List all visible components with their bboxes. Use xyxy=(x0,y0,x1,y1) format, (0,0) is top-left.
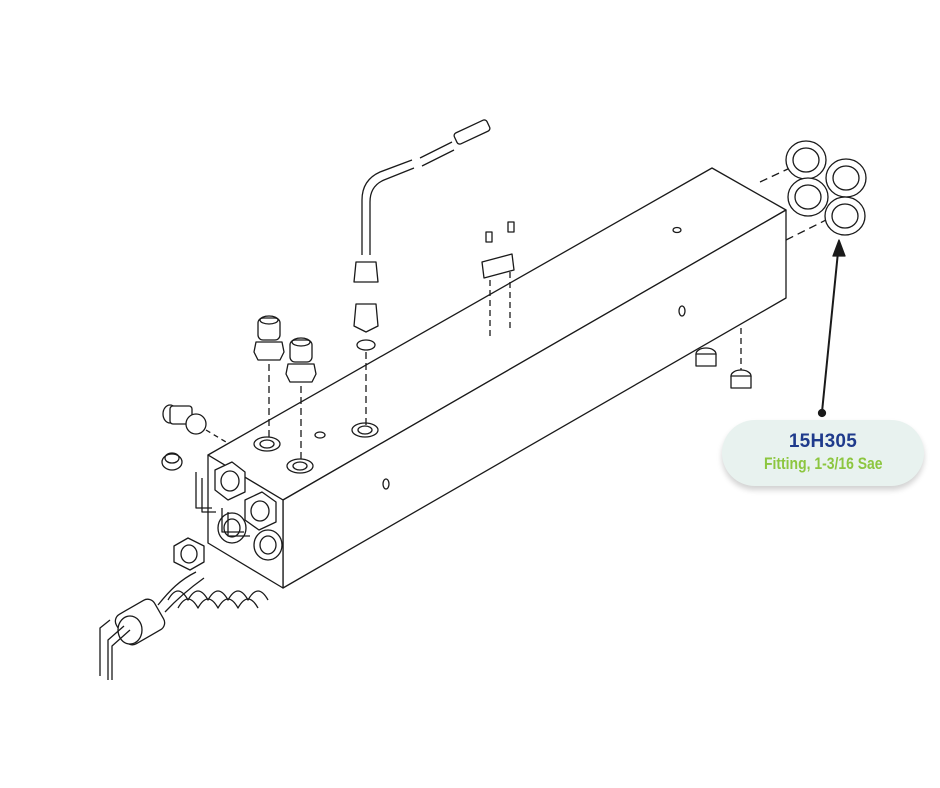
part-callout[interactable]: 15H305 Fitting, 1-3/16 Sae xyxy=(722,420,924,486)
bottom-plugs xyxy=(695,328,752,389)
part-description: Fitting, 1-3/16 Sae xyxy=(763,454,883,473)
heater-cartridge xyxy=(99,537,269,680)
thermocouple-probe xyxy=(353,119,491,426)
leader-arrow xyxy=(817,239,846,418)
part-number: 15H305 xyxy=(788,431,858,452)
thermostat-bracket xyxy=(481,221,515,338)
flare-fittings xyxy=(253,315,317,462)
end-face-fittings xyxy=(195,461,283,561)
side-fitting-left xyxy=(161,404,227,471)
o-ring-fittings xyxy=(759,140,867,241)
